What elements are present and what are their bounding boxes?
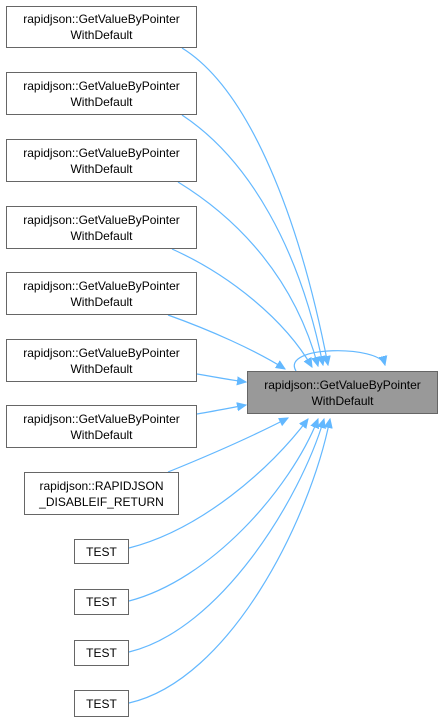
caller-node-1[interactable]: rapidjson::GetValueByPointer WithDefault (6, 6, 197, 48)
caller-node-12[interactable]: TEST (74, 690, 129, 717)
edge-caller-5 (167, 314, 285, 369)
edge-self-loop (293, 350, 385, 372)
caller-node-11[interactable]: TEST (74, 640, 129, 666)
edge-caller-9 (128, 419, 308, 549)
edge-caller-6 (196, 373, 246, 382)
edge-caller-8 (167, 418, 288, 473)
caller-node-8[interactable]: rapidjson::RAPIDJSON _DISABLEIF_RETURN (24, 472, 179, 515)
edge-caller-2 (181, 114, 323, 365)
caller-node-label: TEST (86, 696, 117, 711)
edge-caller-10 (128, 419, 318, 602)
edge-caller-11 (128, 419, 324, 653)
edge-caller-12 (128, 419, 330, 704)
caller-node-2[interactable]: rapidjson::GetValueByPointer WithDefault (6, 72, 197, 115)
caller-node-label: TEST (86, 544, 117, 559)
caller-node-5[interactable]: rapidjson::GetValueByPointer WithDefault (6, 272, 197, 315)
caller-node-label: rapidjson::GetValueByPointer WithDefault (23, 78, 180, 109)
caller-node-3[interactable]: rapidjson::GetValueByPointer WithDefault (6, 139, 197, 182)
caller-node-6[interactable]: rapidjson::GetValueByPointer WithDefault (6, 339, 197, 382)
focus-node-label: rapidjson::GetValueByPointer WithDefault (264, 377, 421, 408)
caller-node-label: rapidjson::GetValueByPointer WithDefault (23, 278, 180, 309)
caller-node-label: TEST (86, 595, 117, 609)
caller-node-9[interactable]: TEST (74, 539, 129, 564)
focus-node: rapidjson::GetValueByPointer WithDefault (247, 371, 438, 414)
edge-caller-4 (171, 248, 312, 367)
caller-node-4[interactable]: rapidjson::GetValueByPointer WithDefault (6, 206, 197, 249)
caller-node-label: rapidjson::GetValueByPointer WithDefault (23, 212, 180, 243)
caller-node-label: rapidjson::GetValueByPointer WithDefault (23, 145, 180, 176)
caller-node-7[interactable]: rapidjson::GetValueByPointer WithDefault (6, 405, 197, 448)
edge-caller-1 (181, 47, 328, 365)
edge-caller-3 (177, 181, 318, 366)
caller-node-label: rapidjson::GetValueByPointer WithDefault (23, 411, 180, 442)
caller-node-label: TEST (86, 646, 117, 660)
caller-node-label: rapidjson::GetValueByPointer WithDefault (23, 345, 180, 376)
caller-node-10[interactable]: TEST (74, 589, 129, 615)
edge-caller-7 (196, 405, 246, 415)
caller-node-label: rapidjson::RAPIDJSON _DISABLEIF_RETURN (39, 478, 164, 509)
caller-node-label: rapidjson::GetValueByPointer WithDefault (23, 12, 180, 42)
